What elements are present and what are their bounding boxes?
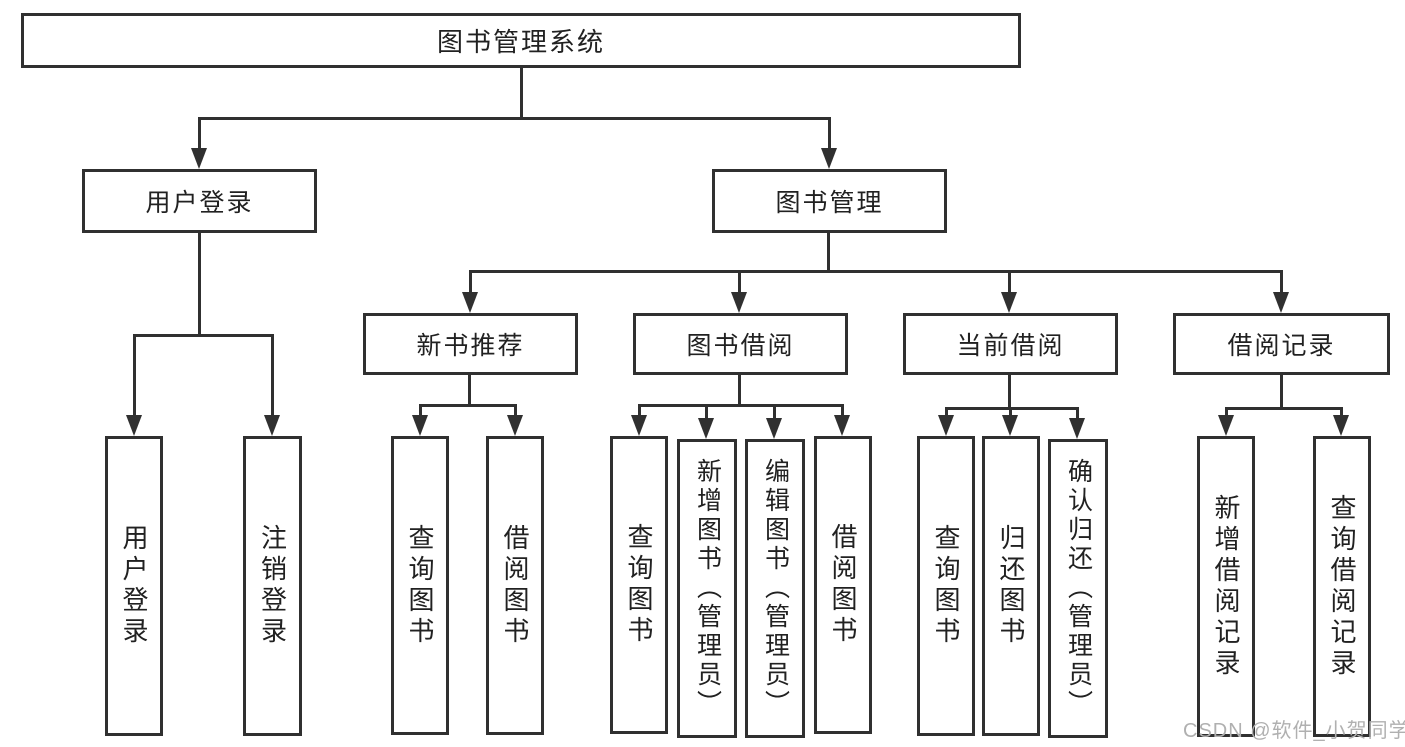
- arrow-down-icon: [264, 415, 280, 436]
- node-edit-book-admin: 编辑图书（管理员）: [745, 439, 805, 738]
- connector: [469, 270, 472, 294]
- node-label: 借阅图书: [828, 523, 858, 647]
- node-query-books-borrowing: 查询图书: [610, 436, 668, 734]
- node-label: 新增图书（管理员）: [693, 458, 722, 719]
- node-borrow-books-borrowing: 借阅图书: [814, 436, 872, 734]
- arrow-down-icon: [698, 418, 714, 439]
- connector: [1280, 375, 1283, 410]
- node-query-books-recommend: 查询图书: [391, 436, 449, 735]
- connector: [705, 404, 708, 420]
- connector: [469, 270, 1283, 273]
- node-logout: 注销登录: [243, 436, 302, 736]
- node-label: 用户登录: [145, 189, 254, 217]
- node-confirm-return-admin: 确认归还（管理员）: [1048, 439, 1108, 738]
- node-label: 查询借阅记录: [1327, 493, 1357, 680]
- connector: [198, 233, 201, 337]
- node-label: 查询图书: [624, 523, 654, 647]
- connector: [945, 407, 1079, 410]
- csdn-watermark: CSDN @软件_小贺同学: [1183, 720, 1405, 742]
- node-query-borrow-record: 查询借阅记录: [1313, 436, 1371, 737]
- connector: [828, 117, 831, 151]
- connector: [1280, 270, 1283, 294]
- connector: [520, 68, 523, 119]
- connector: [638, 404, 641, 418]
- node-book-management: 图书管理: [712, 169, 947, 233]
- node-label: 新书推荐: [416, 332, 525, 360]
- arrow-down-icon: [834, 415, 850, 436]
- arrow-down-icon: [412, 415, 428, 436]
- node-label: 归还图书: [996, 524, 1026, 648]
- node-user-login-leaf: 用户登录: [105, 436, 163, 736]
- arrow-down-icon: [766, 418, 782, 439]
- connector: [945, 407, 948, 418]
- node-user-login: 用户登录: [82, 169, 317, 233]
- arrow-down-icon: [1001, 292, 1017, 313]
- connector: [419, 404, 422, 418]
- node-label: 图书管理: [775, 189, 884, 217]
- connector: [133, 334, 136, 418]
- node-label: 查询图书: [405, 523, 435, 648]
- connector: [841, 404, 844, 418]
- connector: [1340, 407, 1343, 418]
- node-label: 用户登录: [119, 524, 149, 648]
- arrow-down-icon: [1069, 418, 1085, 439]
- node-new-book-recommend: 新书推荐: [363, 313, 578, 375]
- arrow-down-icon: [1218, 415, 1234, 436]
- connector: [468, 375, 471, 407]
- connector: [773, 404, 776, 420]
- arrow-down-icon: [1333, 415, 1349, 436]
- connector: [827, 233, 830, 273]
- node-label: 借阅记录: [1227, 332, 1336, 360]
- arrow-down-icon: [1273, 292, 1289, 313]
- node-label: 借阅图书: [500, 523, 530, 648]
- arrow-down-icon: [631, 415, 647, 436]
- node-return-books: 归还图书: [982, 436, 1040, 736]
- connector: [1008, 270, 1011, 294]
- arrow-down-icon: [191, 148, 207, 169]
- node-label: 注销登录: [257, 524, 288, 648]
- connector: [738, 375, 741, 407]
- connector: [1008, 375, 1011, 410]
- arrow-down-icon: [821, 148, 837, 169]
- connector: [133, 334, 274, 337]
- arrow-down-icon: [1002, 415, 1018, 436]
- node-borrowing-records: 借阅记录: [1173, 313, 1390, 375]
- node-label: 当前借阅: [956, 332, 1065, 360]
- node-label: 图书管理系统: [436, 27, 605, 57]
- connector: [1076, 407, 1079, 420]
- connector: [198, 117, 201, 151]
- arrow-down-icon: [507, 415, 523, 436]
- arrow-down-icon: [938, 415, 954, 436]
- arrow-down-icon: [731, 292, 747, 313]
- connector: [419, 404, 517, 407]
- connector: [1009, 407, 1012, 418]
- node-book-borrowing: 图书借阅: [633, 313, 848, 375]
- node-query-books-current: 查询图书: [917, 436, 975, 736]
- node-borrow-books-recommend: 借阅图书: [486, 436, 544, 735]
- node-label: 新增借阅记录: [1211, 493, 1241, 680]
- node-add-book-admin: 新增图书（管理员）: [677, 439, 737, 738]
- node-label: 图书借阅: [686, 332, 795, 360]
- node-library-management-system: 图书管理系统: [21, 13, 1021, 68]
- connector: [198, 117, 831, 120]
- node-add-borrow-record: 新增借阅记录: [1197, 436, 1255, 737]
- connector: [638, 404, 844, 407]
- node-label: 查询图书: [931, 524, 961, 648]
- arrow-down-icon: [126, 415, 142, 436]
- node-label: 确认归还（管理员）: [1064, 458, 1093, 719]
- connector: [1225, 407, 1228, 418]
- arrow-down-icon: [462, 292, 478, 313]
- node-label: 编辑图书（管理员）: [761, 458, 790, 719]
- node-current-borrowing: 当前借阅: [903, 313, 1118, 375]
- connector: [271, 334, 274, 418]
- connector: [514, 404, 517, 418]
- connector: [1225, 407, 1343, 410]
- connector: [738, 270, 741, 294]
